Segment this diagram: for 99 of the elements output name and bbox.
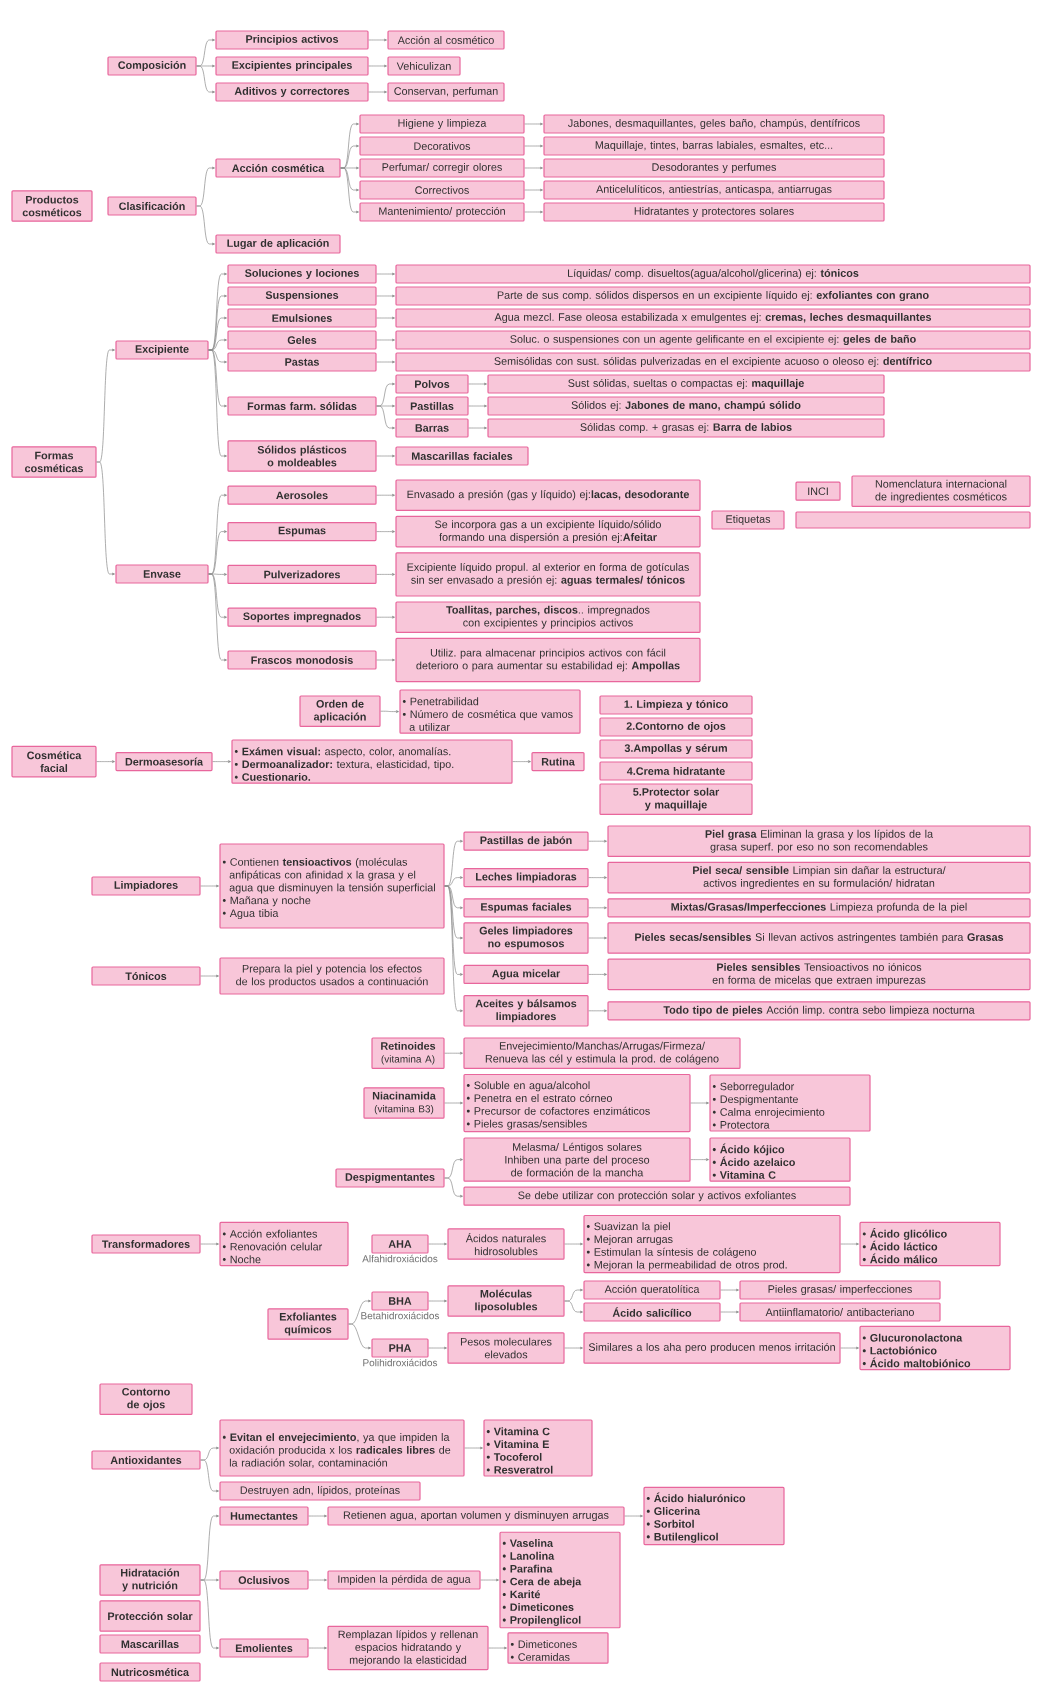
connector-arrow <box>468 404 487 408</box>
connector-arrow <box>444 885 463 940</box>
connector-arrow <box>720 1310 739 1314</box>
connector-arrow <box>524 144 543 148</box>
connector-arrow <box>690 1101 709 1105</box>
connector-arrow <box>428 1242 447 1246</box>
connector-arrow <box>624 1514 643 1518</box>
connector-arrow <box>212 760 231 763</box>
connector-arrow <box>376 404 395 408</box>
connector-arrow <box>196 64 215 68</box>
connector-arrow <box>840 1242 859 1246</box>
connector-arrow <box>208 349 227 364</box>
connector-arrow <box>444 885 463 1013</box>
connector-arrow <box>444 1101 463 1105</box>
connector-arrow <box>200 974 219 978</box>
connector-arrow <box>200 884 219 888</box>
blank-box <box>795 511 1031 529</box>
connector-arrow <box>200 1242 219 1246</box>
connector-arrow <box>588 906 607 910</box>
connector-arrow <box>200 1459 219 1493</box>
connector-arrow <box>208 316 227 351</box>
connector-arrow <box>368 90 387 94</box>
connector-arrow <box>208 573 227 576</box>
connector-arrow <box>340 167 359 192</box>
connector-arrow <box>444 839 463 887</box>
connector-arrow <box>208 530 227 575</box>
connector-arrow <box>588 1009 607 1013</box>
connector-arrow <box>720 1288 739 1292</box>
connector-arrow <box>376 615 395 619</box>
connector-arrow <box>468 426 487 430</box>
connector-arrow <box>524 188 543 192</box>
connector-arrow <box>376 294 395 298</box>
connector-arrow <box>444 1177 463 1198</box>
connector-arrow <box>200 1514 219 1581</box>
connector-arrow <box>340 167 359 214</box>
connector-arrow <box>524 122 543 126</box>
connector-arrow <box>376 454 395 458</box>
connector-arrow <box>208 294 227 351</box>
connector-arrow <box>588 876 607 879</box>
connector-arrow <box>468 382 487 386</box>
connector-arrow <box>196 205 215 246</box>
connector-arrow <box>564 1242 583 1246</box>
connector-arrow <box>588 973 607 976</box>
connector-arrow <box>428 1299 447 1303</box>
connector-arrow <box>564 1300 583 1314</box>
connector-arrow <box>376 573 395 576</box>
connector-arrow <box>376 316 395 320</box>
connector-arrow <box>376 493 395 497</box>
connector-arrow <box>208 338 227 351</box>
connector-arrow <box>200 1446 219 1461</box>
connector-arrow <box>444 1051 463 1055</box>
connector-arrow <box>96 760 115 763</box>
connector-arrow <box>308 1646 327 1650</box>
connector-arrow <box>200 1578 219 1582</box>
connector-arrow <box>208 493 227 575</box>
connector-arrow <box>428 1346 447 1350</box>
connector-arrow <box>380 710 399 713</box>
connector-arrow <box>196 166 215 207</box>
connector-arrow <box>512 760 531 763</box>
connector-arrow <box>208 573 227 662</box>
connector-arrow <box>376 382 395 407</box>
connector-arrow <box>308 1514 327 1518</box>
connector-arrow <box>200 1579 219 1650</box>
connector-arrow <box>208 573 227 619</box>
connector-arrow <box>690 1158 709 1161</box>
connector-arrow <box>348 1323 371 1350</box>
connector-arrow <box>208 349 227 408</box>
connector-arrow <box>376 658 395 662</box>
connector-arrow <box>208 349 227 458</box>
connector-arrow <box>368 38 387 42</box>
connector-arrow <box>96 461 115 576</box>
connector-arrow <box>340 166 359 170</box>
connector-arrow <box>348 1299 371 1325</box>
connector-arrow <box>376 338 395 342</box>
connector-arrow <box>196 38 215 67</box>
connector-arrow <box>340 122 359 169</box>
connector-arrow <box>444 885 463 976</box>
connector-arrow <box>588 936 607 940</box>
connector-arrow <box>464 1446 483 1450</box>
connector-arrow <box>444 1158 463 1179</box>
connector-arrow <box>376 530 395 533</box>
connector-arrow <box>488 1646 507 1650</box>
connector-arrow <box>308 1578 327 1582</box>
connector-arrow <box>444 885 463 910</box>
connector-arrow <box>480 1578 499 1582</box>
connector-arrow <box>368 64 387 68</box>
connector-arrow <box>588 839 607 843</box>
connector-arrow <box>564 1346 583 1350</box>
connector-arrow <box>376 360 395 364</box>
connector-arrow <box>524 210 543 214</box>
connector-arrow <box>196 65 215 94</box>
connector-arrow <box>376 272 395 276</box>
connector-arrow <box>96 348 115 463</box>
connector-arrow <box>840 1346 859 1350</box>
connector-arrow <box>444 876 463 887</box>
connector-arrow <box>564 1288 583 1302</box>
connector-arrow <box>340 144 359 169</box>
connector-arrow <box>376 405 395 430</box>
connector-arrow <box>524 166 543 170</box>
